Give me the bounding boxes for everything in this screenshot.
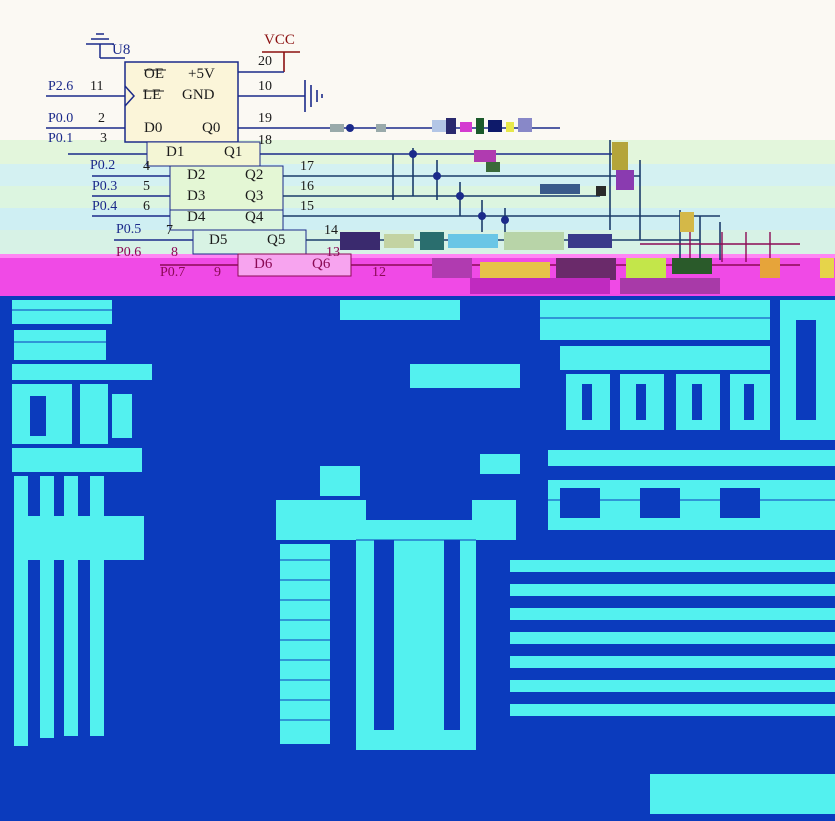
net-label-d3: P0.3 [92,179,118,194]
pin-q1: Q1 [224,144,243,160]
pin-d2: D2 [187,167,206,183]
pin-number-q1: 18 [258,133,272,148]
chip-body-slice-4 [192,229,307,255]
chip-body [124,61,239,143]
glitch-noise-band [340,232,834,294]
net-label-d5: P0.5 [116,222,142,237]
vcc-label: VCC [264,32,295,48]
pin-number-d1: 3 [100,131,107,146]
pin-q5: Q5 [267,232,286,248]
pin-number-le: 11 [90,79,104,94]
net-label-d4: P0.4 [92,199,118,214]
band-green-3 [0,230,835,254]
pin-oe: OE [144,66,164,82]
band-cyan-1 [0,164,835,186]
pin-q2: Q2 [245,167,264,183]
net-label-d2: P0.2 [90,158,116,173]
pin-plus5v: +5V [188,66,215,82]
pin-d3: D3 [187,188,206,204]
net-label-d7: P0.7 [160,265,186,280]
chip-body-slice-2 [169,165,284,211]
pin-d5: D5 [209,232,228,248]
pin-number-d5: 7 [166,223,173,238]
pin-d1: D1 [166,144,185,160]
pin-number-q4: 15 [300,199,314,214]
net-label-d6: P0.6 [116,245,142,260]
pin-number-gnd: 10 [258,79,272,94]
net-label-d1: P0.1 [48,131,74,146]
pin-number-plus5v: 20 [258,54,272,69]
net-label-le: P2.6 [48,79,74,94]
band-green-2 [0,186,835,208]
pin-number-q3: 16 [300,179,314,194]
chip-body-slice-1 [146,141,261,167]
pin-q4: Q4 [245,209,264,225]
pin-number-d2: 4 [143,159,150,174]
pin-d0: D0 [144,120,163,136]
corrupted-scan-lines [12,309,835,721]
pin-gnd: GND [182,87,215,103]
pin-number-d3: 5 [143,179,150,194]
junction-dots [346,124,509,224]
pin-number-d0: 2 [98,111,105,126]
magenta-band-highlight [0,254,835,258]
pin-d6: D6 [254,256,273,272]
pin-q0: Q0 [202,120,221,136]
pin-number-d7: 9 [214,265,221,280]
component-designator: U8 [112,42,131,58]
pin-d4: D4 [187,209,206,225]
pin-number-q0: 19 [258,111,272,126]
pin-number-q6: 13 [326,245,340,260]
pin-number-d6: 8 [171,245,178,260]
pin-number-d4: 6 [143,199,150,214]
band-green-1 [0,140,835,164]
net-label-d0: P0.0 [48,111,74,126]
pin-number-q7: 12 [372,265,386,280]
clock-triangle-icon [124,85,136,107]
pin-q6: Q6 [312,256,331,272]
pin-q3: Q3 [245,188,264,204]
pin-le: LE [143,87,162,103]
glitch-noise-top [330,118,694,232]
pin-number-q2: 17 [300,159,314,174]
ground-symbol-icon [86,33,114,45]
pin-number-q5: 14 [324,223,338,238]
corrupted-block-holes [30,320,816,730]
magenta-band-lines [640,232,800,262]
ground-right-icon [304,80,323,112]
